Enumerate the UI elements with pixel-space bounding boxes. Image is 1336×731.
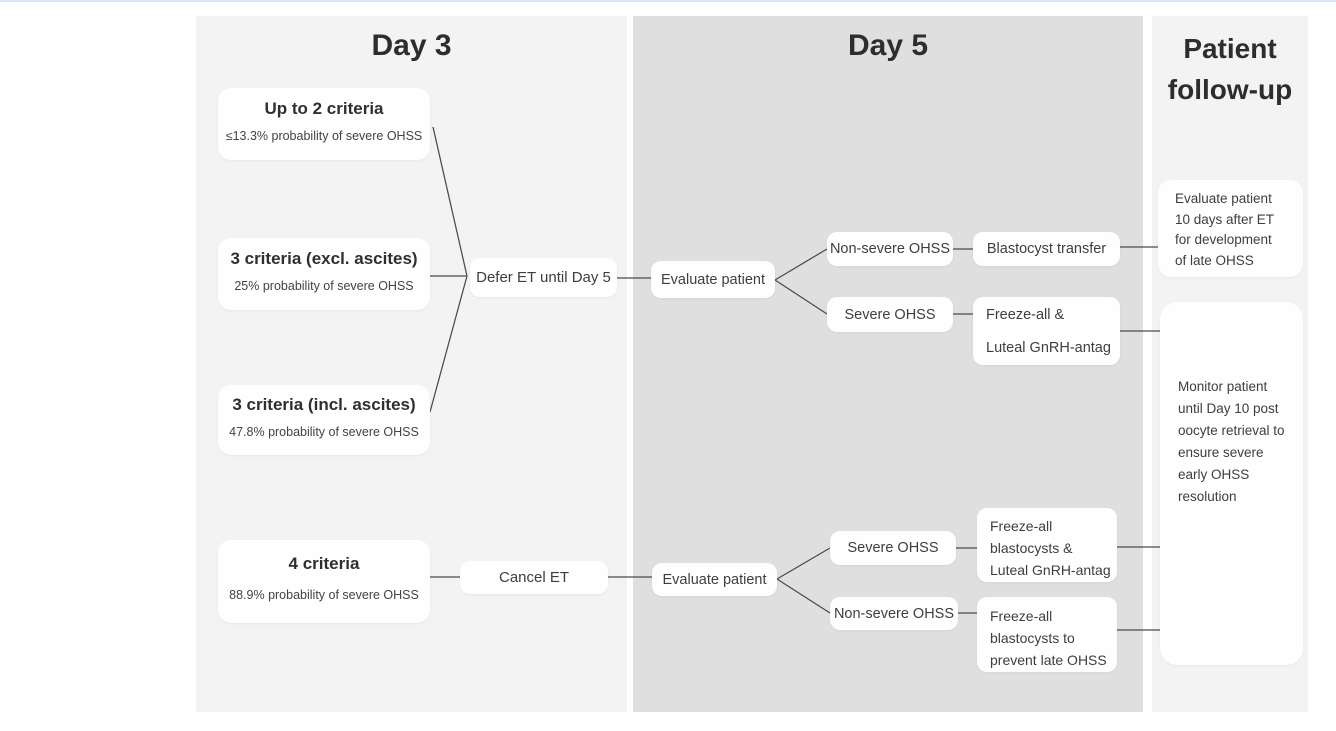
top-divider-line	[0, 0, 1336, 2]
criteria-box-4: 4 criteria 88.9% probability of severe O…	[218, 540, 430, 623]
criteria-title: 4 criteria	[288, 554, 360, 573]
criteria-box-up-to-2: Up to 2 criteria ≤13.3% probability of s…	[218, 88, 430, 160]
severe-ohss-box-top: Severe OHSS	[827, 297, 953, 332]
criteria-subtitle: 25% probability of severe OHSS	[234, 279, 414, 293]
criteria-box-3-incl-ascites: 3 criteria (incl. ascites) 47.8% probabi…	[218, 385, 430, 455]
freeze-all-blastocysts-luteal-box: Freeze-all blastocysts & Luteal GnRH-ant…	[977, 508, 1117, 582]
criteria-title: Up to 2 criteria	[264, 99, 384, 118]
criteria-subtitle: ≤13.3% probability of severe OHSS	[225, 129, 423, 143]
non-severe-ohss-box-top: Non-severe OHSS	[827, 232, 953, 266]
evaluate-patient-box-bottom: Evaluate patient	[652, 563, 777, 596]
criteria-subtitle: 47.8% probability of severe OHSS	[229, 425, 419, 439]
column-title-followup: Patient follow-up	[1167, 33, 1293, 105]
criteria-subtitle: 88.9% probability of severe OHSS	[229, 588, 419, 602]
freeze-all-prevent-late-box: Freeze-all blastocysts to prevent late O…	[977, 597, 1117, 672]
column-title-day3: Day 3	[371, 29, 452, 62]
criteria-box-3-excl-ascites: 3 criteria (excl. ascites) 25% probabili…	[218, 238, 430, 310]
blastocyst-transfer-box: Blastocyst transfer	[973, 232, 1120, 266]
severe-ohss-box-bottom: Severe OHSS	[830, 531, 956, 565]
cancel-et-box: Cancel ET	[460, 561, 608, 594]
criteria-title: 3 criteria (excl. ascites)	[230, 249, 418, 268]
defer-et-box: Defer ET until Day 5	[470, 258, 617, 297]
criteria-title: 3 criteria (incl. ascites)	[232, 395, 416, 414]
freeze-all-luteal-box: Freeze-all & Luteal GnRH-antag	[973, 297, 1120, 365]
followup-monitor-box: Monitor patient until Day 10 post oocyte…	[1160, 302, 1303, 665]
followup-late-ohss-box: Evaluate patient 10 days after ET for de…	[1158, 180, 1303, 277]
non-severe-ohss-box-bottom: Non-severe OHSS	[830, 597, 958, 630]
evaluate-patient-box-top: Evaluate patient	[651, 261, 775, 298]
column-title-day5: Day 5	[847, 29, 929, 62]
